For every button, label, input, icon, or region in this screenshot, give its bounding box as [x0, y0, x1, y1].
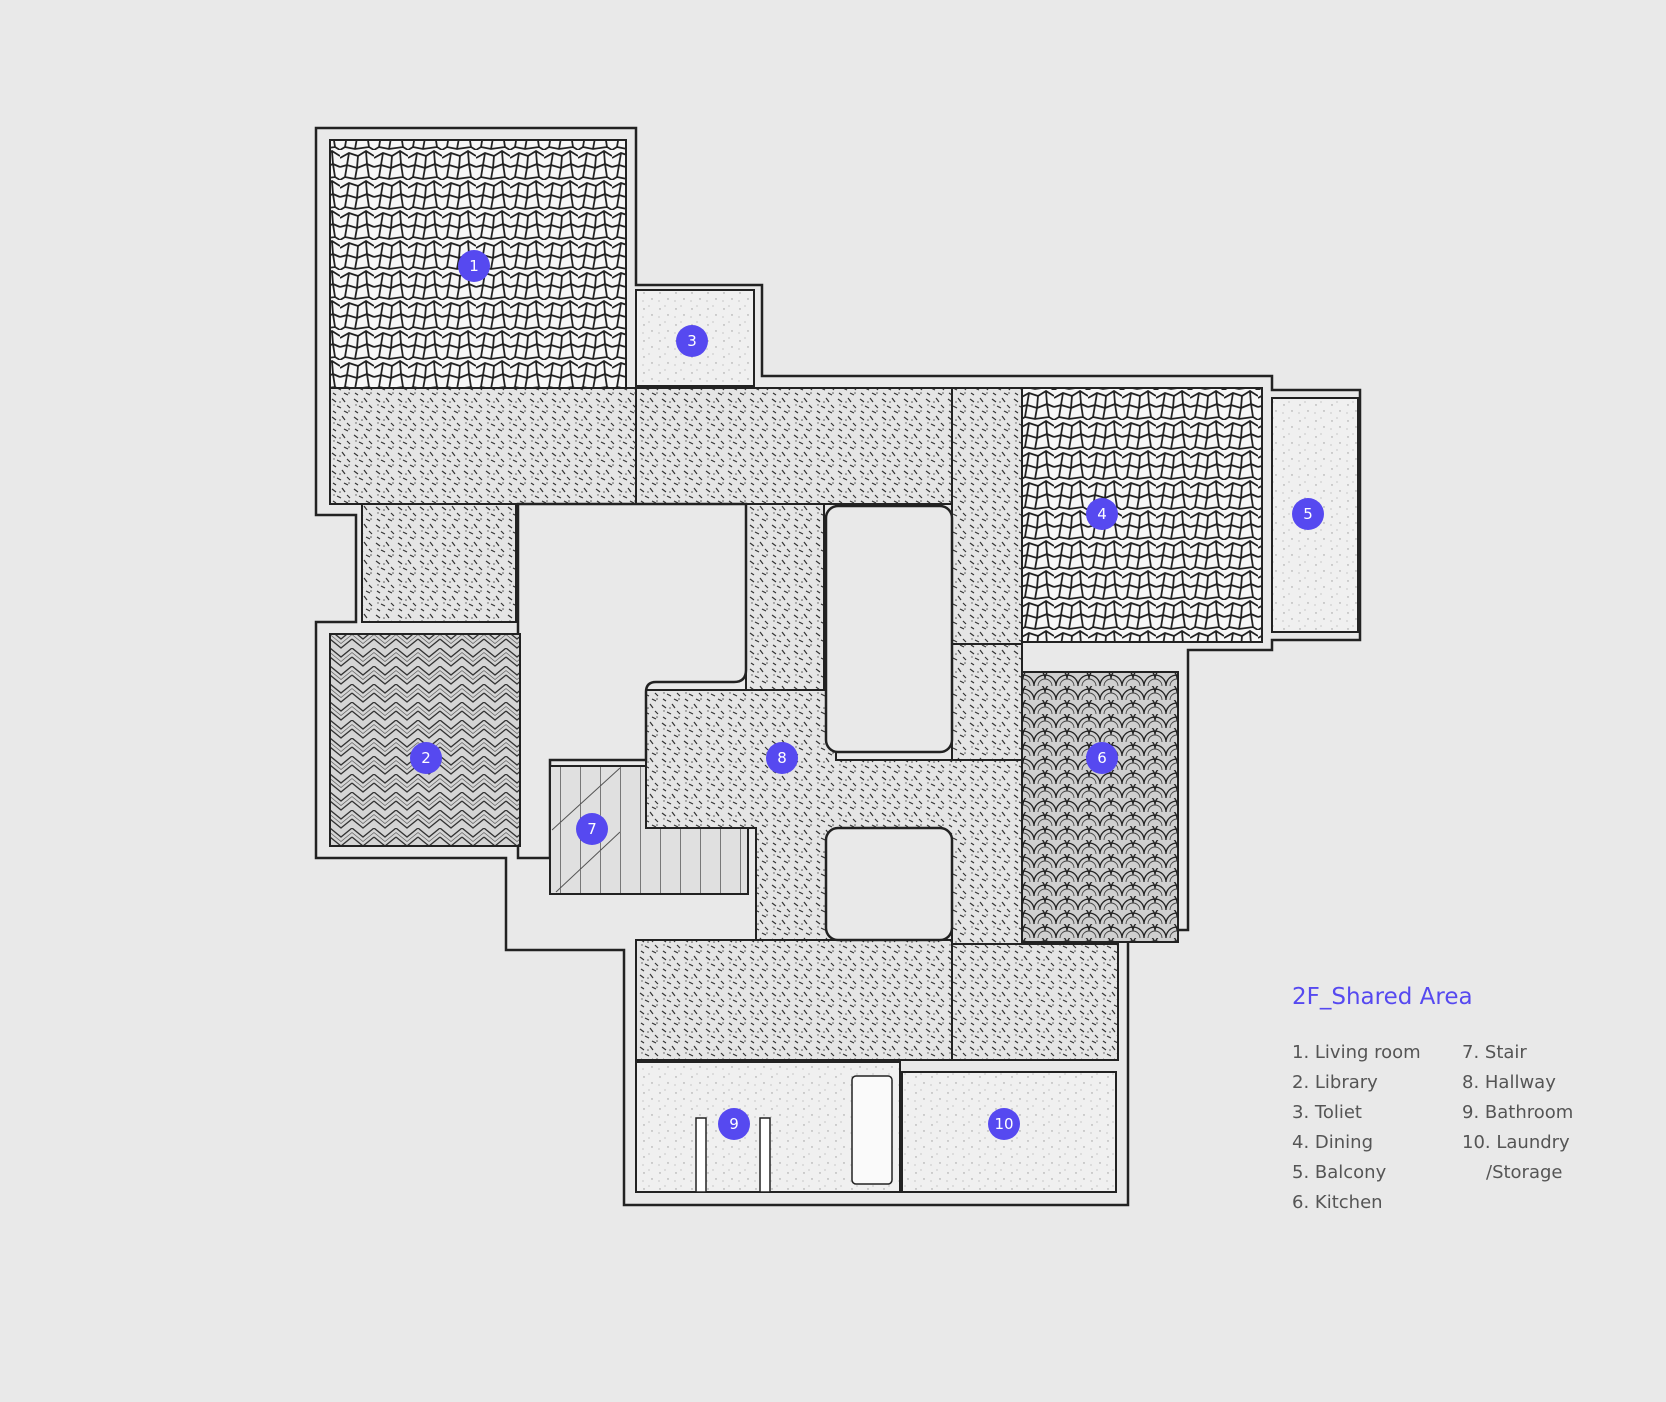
room-marker-8[interactable]: 8	[766, 742, 798, 774]
courtyards	[516, 502, 954, 942]
room-marker-2[interactable]: 2	[410, 742, 442, 774]
legend-item: 9. Bathroom	[1462, 1102, 1574, 1123]
legend-item: 6. Kitchen	[1292, 1192, 1383, 1213]
legend-title: 2F_Shared Area	[1292, 984, 1473, 1010]
room-8-hallway	[329, 387, 1119, 1061]
room-7-stair	[549, 765, 749, 895]
legend-item-continuation: /Storage	[1486, 1162, 1563, 1183]
room-marker-4[interactable]: 4	[1086, 498, 1118, 530]
legend-column-right: 7. Stair 8. Hallway 9. Bathroom 10. Laun…	[1462, 1038, 1573, 1188]
legend: 2F_Shared Area 1. Living room 2. Library…	[1292, 984, 1642, 1214]
room-marker-3[interactable]: 3	[676, 325, 708, 357]
room-marker-1[interactable]: 1	[458, 250, 490, 282]
legend-item: 7. Stair	[1462, 1042, 1527, 1063]
legend-item: 8. Hallway	[1462, 1072, 1556, 1093]
legend-item: 2. Library	[1292, 1072, 1378, 1093]
legend-item: 3. Toliet	[1292, 1102, 1362, 1123]
legend-item: 4. Dining	[1292, 1132, 1373, 1153]
legend-item: 10. Laundry	[1462, 1132, 1570, 1153]
room-4-dining	[1021, 387, 1263, 643]
legend-item: 5. Balcony	[1292, 1162, 1387, 1183]
room-9-bathroom	[635, 1061, 901, 1193]
room-6-kitchen	[1021, 671, 1179, 943]
legend-column-left: 1. Living room 2. Library 3. Toliet 4. D…	[1292, 1038, 1421, 1218]
room-marker-9[interactable]: 9	[718, 1108, 750, 1140]
room-marker-5[interactable]: 5	[1292, 498, 1324, 530]
room-marker-6[interactable]: 6	[1086, 742, 1118, 774]
room-marker-10[interactable]: 10	[988, 1108, 1020, 1140]
room-marker-7[interactable]: 7	[576, 813, 608, 845]
legend-item: 1. Living room	[1292, 1042, 1421, 1063]
room-2-library	[329, 633, 521, 847]
